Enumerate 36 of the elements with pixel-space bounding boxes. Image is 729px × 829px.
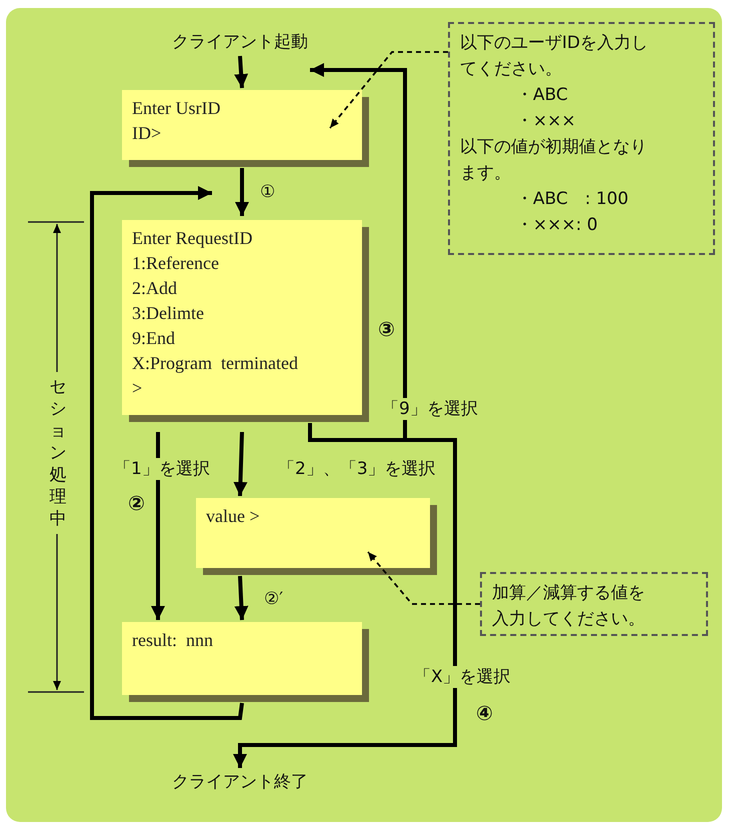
note-box: [448, 22, 715, 255]
note-text: ・ABC : 100: [515, 188, 630, 211]
arrow: [151, 432, 165, 620]
arrow: [234, 576, 248, 620]
note-text: 以下の値が初期値となります。: [460, 136, 648, 185]
screen-text: Enter UsrID: [132, 97, 222, 120]
screen-text: X:Program terminated: [132, 352, 299, 375]
screen-text: 3:Delimte: [132, 302, 205, 325]
arrow: [90, 186, 244, 720]
flow-label: クライアント終了: [172, 772, 308, 792]
screen-text: >: [132, 377, 144, 400]
note-box: [480, 572, 708, 636]
note-text: ・×××: [515, 110, 577, 133]
screen-text: value >: [206, 505, 261, 528]
screen-text: 1:Reference: [132, 252, 220, 275]
screen-text: ID>: [132, 122, 162, 145]
leader-line: [329, 51, 448, 129]
arrow: [235, 168, 249, 216]
dimension-label: セション処理中: [47, 372, 69, 534]
screen-text: 9:End: [132, 327, 176, 350]
arrow: [233, 432, 248, 496]
arrow: [234, 56, 248, 88]
terminal-screen-box: [196, 498, 430, 568]
screen-text: Enter RequestID: [132, 227, 254, 250]
note-text: 以下のユーザIDを入力してください。: [460, 32, 650, 81]
terminal-screen-box: [122, 622, 362, 695]
terminal-screen-box: [122, 220, 362, 415]
leader-line: [367, 551, 480, 605]
screen-text: 2:Add: [132, 277, 178, 300]
terminal-screen-box: [122, 90, 362, 160]
flow-label: クライアント起動: [172, 32, 308, 52]
note-text: ・ABC: [515, 84, 569, 107]
note-text: ・×××: 0: [515, 214, 599, 237]
note-text: 加算／減算する値を入力してください。: [492, 582, 646, 631]
arrow: [233, 423, 457, 768]
screen-text: result: nnn: [132, 629, 214, 652]
